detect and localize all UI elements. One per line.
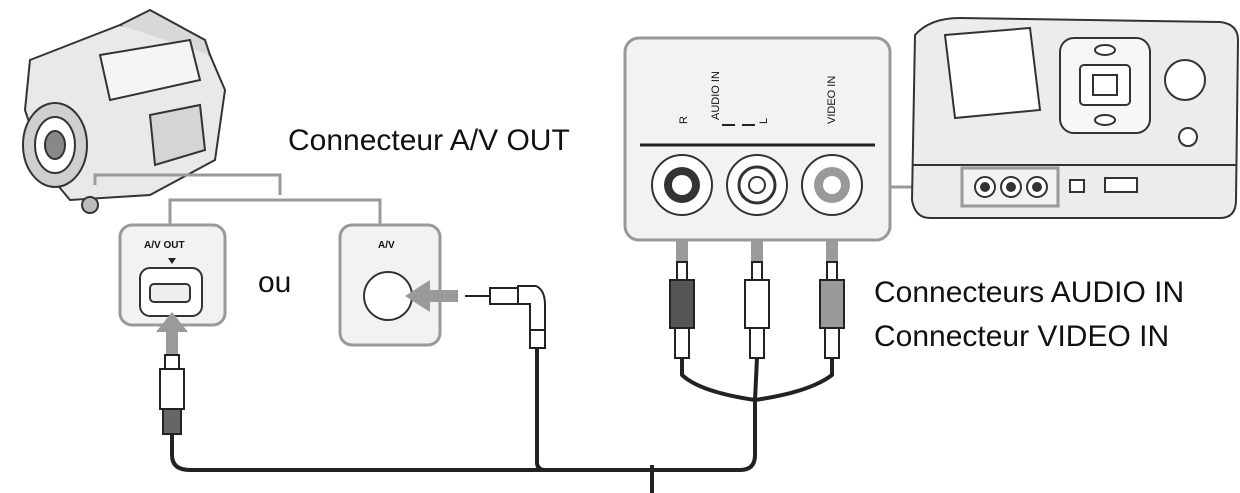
- av-out-panel: [118, 223, 227, 327]
- video-in-label: VIDEO IN: [826, 75, 838, 124]
- cables: [170, 348, 834, 493]
- rca-plugs: [669, 261, 845, 359]
- av-port-label: A/V: [378, 240, 395, 251]
- av-panel: [338, 223, 442, 347]
- arrow-av: [405, 280, 458, 312]
- audio-in-connectors-label: Connecteurs AUDIO IN: [874, 276, 1185, 309]
- bracket-lines: [93, 173, 382, 225]
- av-out-connector-label: Connecteur A/V OUT: [288, 124, 570, 157]
- audio-in-label: AUDIO IN: [710, 71, 722, 120]
- camcorder-illustration: [22, 8, 227, 214]
- input-panel: [623, 36, 892, 242]
- audio-r-label: R: [678, 116, 690, 124]
- av-out-port-label: A/V OUT: [144, 240, 185, 251]
- mini-jack-plug: [465, 285, 546, 349]
- arrow-av-out: [156, 312, 188, 355]
- recorder-device: [910, 16, 1240, 219]
- video-in-connector-label: Connecteur VIDEO IN: [874, 320, 1170, 353]
- or-label: ou: [258, 266, 292, 299]
- av-out-plug: [159, 354, 185, 435]
- audio-l-label: L: [758, 117, 770, 124]
